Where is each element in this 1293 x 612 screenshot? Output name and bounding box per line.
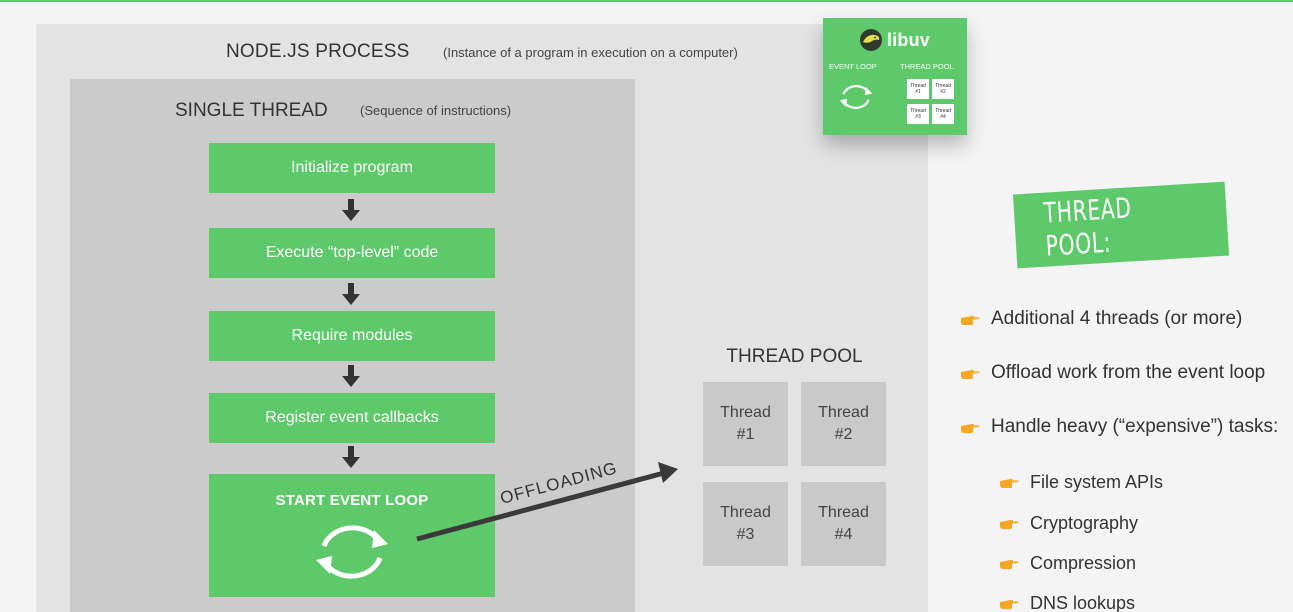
pointing-hand-icon: [1000, 559, 1019, 570]
thread-pool-cell: Thread #3: [703, 482, 788, 566]
step-execute-top-level-code: Execute “top-level” code: [209, 228, 495, 278]
thread-pool-cell: Thread #2: [801, 382, 886, 466]
bullet-item: Additional 4 threads (or more): [961, 308, 1242, 330]
step-register-event-callbacks: Register event callbacks: [209, 393, 495, 443]
start-event-loop-box: START EVENT LOOP: [209, 474, 495, 597]
thread-pool-banner: THREAD POOL:: [1012, 181, 1230, 269]
thread-pool-title: THREAD POOL: [726, 346, 863, 367]
step-initialize-program: Initialize program: [209, 143, 495, 193]
down-arrow-icon: [342, 365, 360, 387]
pointing-hand-icon: [961, 423, 980, 433]
bullet-text: Offload work from the event loop: [991, 362, 1266, 383]
loop-arrows-icon: [316, 525, 388, 579]
sub-bullet-text: Cryptography: [1030, 513, 1139, 533]
loop-arrows-icon: [839, 85, 873, 109]
pointing-hand-icon: [1000, 519, 1019, 530]
step-require-modules: Require modules: [209, 311, 495, 361]
sub-bullet-text: File system APIs: [1030, 472, 1164, 492]
sub-bullet-item: Compression: [1000, 553, 1136, 574]
offloading-arrow: OFFLOADING: [416, 458, 678, 542]
sub-bullet-item: DNS lookups: [1000, 593, 1135, 612]
thread-label: Thread: [818, 404, 869, 421]
thread-subtitle: (Sequence of instructions): [360, 103, 512, 118]
libuv-thread-cell: Thread#3: [907, 104, 929, 124]
libuv-thread-pool-label: THREAD POOL: [900, 62, 954, 71]
process-title: NODE.JS PROCESS: [226, 41, 410, 62]
thread-pool-cell: Thread #4: [801, 482, 886, 566]
top-accent-line: [0, 0, 1293, 2]
pointing-hand-icon: [1000, 478, 1019, 489]
sub-bullet-text: DNS lookups: [1030, 593, 1136, 612]
thread-number: #3: [736, 526, 755, 543]
thread-label: Thread: [720, 404, 771, 421]
down-arrow-icon: [342, 199, 360, 221]
libuv-thread-cell: Thread#4: [932, 104, 954, 124]
libuv-logo: libuv: [859, 27, 930, 53]
event-loop-label: START EVENT LOOP: [275, 492, 429, 509]
bullet-item: Offload work from the event loop: [961, 362, 1265, 384]
thread-number: #1: [736, 426, 755, 443]
banner-text: THREAD POOL:: [1042, 191, 1133, 263]
down-arrow-icon: [342, 446, 360, 468]
libuv-thread-cell: Thread#2: [932, 79, 954, 99]
libuv-thread-cell: Thread#1: [907, 79, 929, 99]
pointing-hand-icon: [1000, 599, 1019, 610]
pointing-hand-icon: [961, 369, 980, 379]
thread-label: Thread: [720, 504, 771, 521]
thread-number: #2: [834, 426, 853, 443]
thread-label: Thread: [818, 504, 869, 521]
thread-title: SINGLE THREAD: [175, 100, 328, 121]
down-arrow-icon: [342, 283, 360, 305]
pointing-hand-icon: [961, 315, 980, 325]
sub-bullet-item: Cryptography: [1000, 513, 1138, 534]
thread-number: #4: [834, 526, 853, 543]
process-subtitle: (Instance of a program in execution on a…: [443, 45, 738, 60]
bullet-text: Handle heavy (“expensive”) tasks:: [991, 416, 1279, 437]
libuv-name: libuv: [887, 29, 931, 50]
thread-pool-cell: Thread #1: [703, 382, 788, 466]
sub-bullet-item: File system APIs: [1000, 472, 1163, 493]
bullet-text: Additional 4 threads (or more): [991, 308, 1243, 329]
libuv-badge: libuv EVENT LOOP THREAD POOL Thread#1 Th…: [823, 18, 967, 135]
bullet-item: Handle heavy (“expensive”) tasks:: [961, 416, 1278, 438]
libuv-event-loop-label: EVENT LOOP: [829, 62, 877, 71]
dinosaur-logo-icon: [860, 29, 882, 51]
sub-bullet-text: Compression: [1030, 553, 1137, 573]
